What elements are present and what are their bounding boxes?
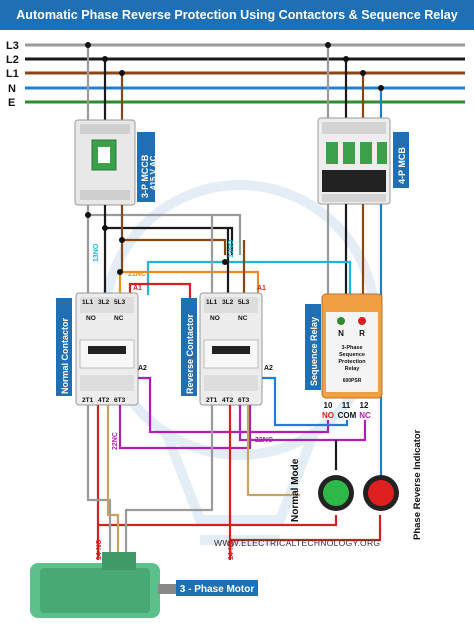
svg-text:14-NO: 14-NO (228, 539, 235, 560)
svg-text:COM: COM (338, 411, 357, 420)
sequence-relay-text: N R 3-Phase Sequence Protection Relay 60… (324, 329, 369, 410)
contactor-feed-wires (86, 215, 246, 296)
svg-text:1L1: 1L1 (82, 299, 94, 306)
svg-text:22NC: 22NC (112, 432, 119, 450)
svg-text:5L3: 5L3 (114, 299, 126, 306)
svg-text:6T3: 6T3 (114, 397, 126, 404)
svg-text:13NO: 13NO (93, 243, 100, 262)
svg-text:A2: A2 (264, 365, 273, 372)
reverse-indicator-lamp (363, 475, 399, 511)
red-a1-wire (128, 282, 192, 300)
svg-text:3L2: 3L2 (98, 299, 110, 306)
label-e: E (8, 97, 15, 109)
svg-text:5L3: 5L3 (238, 299, 250, 306)
svg-text:13NO: 13NO (228, 239, 235, 258)
motor-wires (86, 405, 300, 565)
svg-text:Sequence: Sequence (339, 352, 365, 358)
mcb-label-box (393, 132, 409, 188)
svg-text:R: R (359, 329, 365, 338)
label-n: N (8, 83, 16, 95)
reverse-contactor-terminals: 1L1 3L2 5L3 NO NC 2T1 4T2 6T3 (206, 299, 250, 404)
svg-text:N: N (338, 329, 344, 338)
normal-contactor-body (75, 292, 139, 406)
junction-dots (85, 212, 228, 275)
reverse-contactor-body (199, 292, 263, 406)
svg-text:NC: NC (114, 315, 124, 322)
svg-text:12: 12 (360, 401, 369, 410)
svg-text:NC: NC (238, 315, 248, 322)
motor-body (30, 552, 176, 618)
rotated-wire-labels: 13NO 13NO 22NC 14-NO 14-NO (93, 239, 235, 560)
svg-text:2T1: 2T1 (206, 397, 218, 404)
normal-indicator-lamp (318, 475, 354, 511)
mcb-drops (325, 42, 384, 120)
normal-mode-label: Normal Mode (290, 458, 301, 522)
motor-label-box: 3 - Phase Motor (176, 580, 258, 596)
title-bar: Automatic Phase Reverse Protection Using… (0, 0, 474, 30)
svg-text:1L1: 1L1 (206, 299, 218, 306)
mccb-out-wires (86, 205, 242, 255)
sequence-relay-label-box (305, 304, 321, 390)
svg-text:14-NO: 14-NO (96, 539, 103, 560)
supply-lines (25, 43, 465, 104)
svg-text:4T2: 4T2 (98, 397, 110, 404)
svg-text:A1: A1 (133, 285, 142, 292)
normal-contactor-label-box (56, 298, 72, 396)
diagram-title: Automatic Phase Reverse Protection Using… (16, 8, 458, 22)
normal-contactor-label: Normal Contactor (60, 317, 70, 394)
svg-text:A1: A1 (257, 285, 266, 292)
mcb-body (317, 117, 391, 205)
svg-text:21NC: 21NC (128, 271, 146, 278)
svg-text:11: 11 (342, 401, 351, 410)
label-l1: L1 (6, 68, 19, 80)
normal-contactor-terminals: 1L1 3L2 5L3 NO NC 2T1 4T2 6T3 (82, 299, 126, 404)
svg-text:NC: NC (359, 411, 371, 420)
svg-text:600PSR: 600PSR (343, 378, 362, 384)
mccb-drops (85, 42, 125, 122)
svg-text:Relay: Relay (345, 366, 361, 372)
mcb-label: 4-P MCB (397, 147, 407, 184)
phase-reverse-label: Phase Reverse Indicator (412, 429, 423, 540)
line-labels: L3 L2 L1 N E (6, 40, 19, 109)
svg-text:NO: NO (322, 411, 334, 420)
motor-label: 3 - Phase Motor (180, 584, 255, 595)
svg-text:NO: NO (86, 315, 96, 322)
mccb-label: 3-P MCCB (140, 154, 150, 198)
svg-text:A2: A2 (138, 365, 147, 372)
control-wires (96, 376, 383, 560)
reverse-contactor-label-box (181, 298, 197, 396)
mccb-label-box (137, 132, 155, 202)
website-credit: WWW.ELECTRICALTECHNOLOGY.ORG (214, 538, 381, 548)
orange-control-wire (118, 270, 260, 296)
reverse-contactor-label: Reverse Contactor (185, 313, 195, 394)
cyan-control-wire (146, 260, 352, 296)
sequence-relay-contacts: NO COM NC (322, 411, 371, 420)
svg-text:NO: NO (210, 315, 220, 322)
svg-text:Protection: Protection (338, 359, 366, 365)
sequence-relay-label: Sequence Relay (309, 317, 319, 386)
svg-text:4T2: 4T2 (222, 397, 234, 404)
mccb-body (74, 119, 136, 206)
label-l2: L2 (6, 54, 19, 66)
label-l3: L3 (6, 40, 19, 52)
wire-labels: 21NC A1 A1 A2 A2 22NC (128, 271, 273, 444)
svg-text:6T3: 6T3 (238, 397, 250, 404)
sequence-relay-body (321, 293, 383, 399)
svg-text:22NC: 22NC (255, 437, 273, 444)
svg-text:10: 10 (324, 401, 333, 410)
svg-text:3-Phase: 3-Phase (341, 345, 362, 351)
svg-text:2T1: 2T1 (82, 397, 94, 404)
mccb-rating: 415 V AC (149, 155, 158, 190)
svg-text:3L2: 3L2 (222, 299, 234, 306)
